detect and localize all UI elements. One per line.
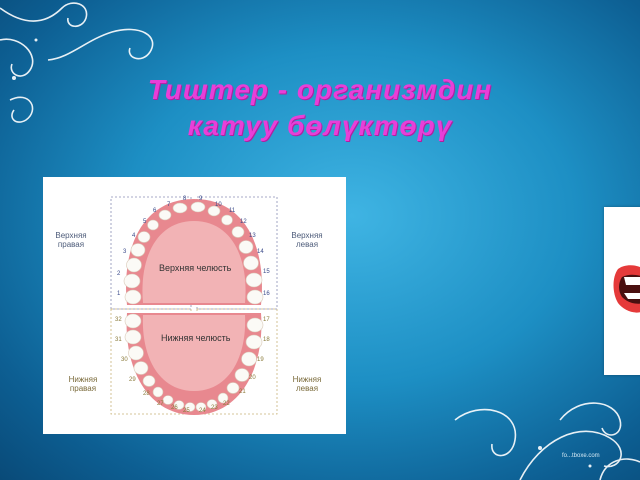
slide-title: Тиштер - организмдин катуу бөлүктөрү — [70, 72, 570, 144]
tooth-number: 7 — [167, 202, 171, 208]
upper-teeth — [123, 201, 264, 305]
lower-left-label: Нижняя левая — [292, 375, 322, 393]
tooth-number: 15 — [263, 269, 270, 275]
tooth-number: 11 — [229, 208, 236, 214]
tooth-number: 19 — [257, 357, 264, 363]
tooth-number: 21 — [239, 389, 246, 395]
watermark-text: fo...tboxe.com — [562, 453, 600, 459]
tooth-number: 10 — [215, 202, 222, 208]
tooth-number: 8 — [183, 196, 187, 202]
tooth-number: 4 — [132, 233, 136, 239]
tooth-number: 27 — [157, 401, 164, 407]
lower-teeth — [124, 313, 264, 412]
title-line-1: Тиштер - организмдин — [147, 74, 493, 105]
lower-tongue-area — [142, 315, 246, 391]
tooth-number: 31 — [115, 337, 122, 343]
tooth-number: 6 — [153, 208, 157, 214]
tooth-number: 18 — [263, 337, 270, 343]
tooth-number: 5 — [143, 219, 147, 225]
tooth-number: 32 — [115, 317, 122, 323]
dental-chart-drawing — [110, 196, 278, 415]
tooth-number: 29 — [129, 377, 136, 383]
upper-jaw-label: Верхняя челюсть — [159, 263, 232, 273]
title-line-2: катуу бөлүктөрү — [187, 110, 453, 141]
tooth-number: 17 — [263, 317, 270, 323]
tooth-number: 23 — [211, 405, 218, 411]
partial-image-card — [604, 207, 640, 375]
dental-chart-image: Верхняя правая Верхняя левая Нижняя прав… — [43, 177, 346, 434]
upper-palate — [142, 221, 246, 303]
tooth-number: 16 — [263, 291, 270, 297]
tooth-number: 3 — [123, 249, 127, 255]
mouth-illustration — [613, 265, 640, 313]
lower-jaw-label: Нижняя челюсть — [161, 333, 231, 343]
tooth-number: 22 — [223, 401, 230, 407]
tooth-number: 1 — [117, 291, 121, 297]
tooth-number: 25 — [183, 408, 190, 414]
tooth-number: 20 — [249, 375, 256, 381]
tooth-number: 28 — [143, 391, 150, 397]
tooth-number: 9 — [199, 196, 203, 202]
tooth-number: 14 — [257, 249, 264, 255]
tooth-number: 12 — [240, 219, 247, 225]
tooth-number: 13 — [249, 233, 256, 239]
tooth-number: 2 — [117, 271, 121, 277]
tooth-number: 30 — [121, 357, 128, 363]
tooth-number: 24 — [199, 408, 206, 414]
upper-right-label: Верхняя правая — [55, 231, 87, 249]
tooth-number: 26 — [171, 405, 178, 411]
upper-left-label: Верхняя левая — [291, 231, 323, 249]
lower-right-label: Нижняя правая — [68, 375, 98, 393]
